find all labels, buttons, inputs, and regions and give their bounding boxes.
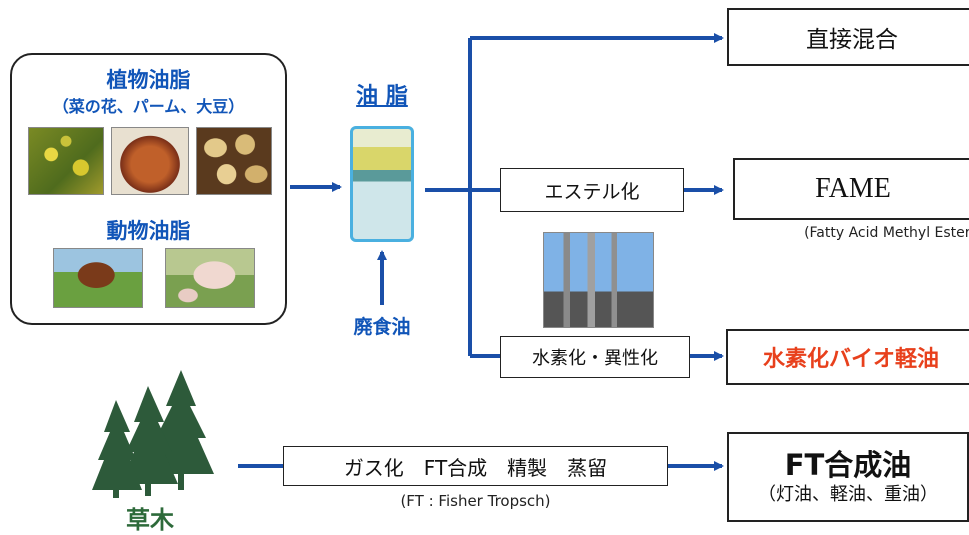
animal-fats-title: 動物油脂 <box>106 219 191 243</box>
trees-icon <box>92 370 214 498</box>
plants-label: 草木 <box>126 506 174 534</box>
hydro-isomer-box: 水素化・異性化 <box>500 336 690 378</box>
palm-fruit-image <box>111 127 189 195</box>
cattle-image <box>53 248 143 308</box>
oil-bottle-image <box>350 126 414 242</box>
ft-process-box: ガス化 FT合成 精製 蒸留 <box>283 446 668 486</box>
fame-expansion: (Fatty Acid Methyl Ester) <box>804 225 969 241</box>
refinery-image <box>543 232 654 328</box>
esterification-label: エステル化 <box>544 180 640 203</box>
fame-box: FAME <box>733 158 969 220</box>
ft-note: (FT : Fisher Tropsch) <box>400 492 551 510</box>
oils-label: 油 脂 <box>356 84 408 109</box>
hydro-bio-diesel-label: 水素化バイオ軽油 <box>762 347 939 372</box>
ft-oil-title: FT合成油 <box>784 447 912 482</box>
direct-mix-box: 直接混合 <box>727 8 969 66</box>
waste-oil-label: 廃食油 <box>353 316 411 338</box>
direct-mix-label: 直接混合 <box>806 27 898 53</box>
hydro-bio-diesel-box: 水素化バイオ軽油 <box>726 329 969 385</box>
pig-image <box>165 248 255 308</box>
fame-label: FAME <box>815 173 891 204</box>
ft-oil-box: FT合成油 （灯油、軽油、重油） <box>727 432 969 522</box>
plant-oils-subtitle: （菜の花、パーム、大豆） <box>52 97 245 116</box>
ft-process-steps: ガス化 FT合成 精製 蒸留 <box>343 455 608 480</box>
rapeseed-flower-image <box>28 127 104 195</box>
hydro-isomer-label: 水素化・異性化 <box>532 348 658 369</box>
esterification-box: エステル化 <box>500 168 684 212</box>
plant-oils-title: 植物油脂 <box>106 68 191 92</box>
ft-oil-products: （灯油、軽油、重油） <box>758 483 938 505</box>
soybean-image <box>196 127 272 195</box>
